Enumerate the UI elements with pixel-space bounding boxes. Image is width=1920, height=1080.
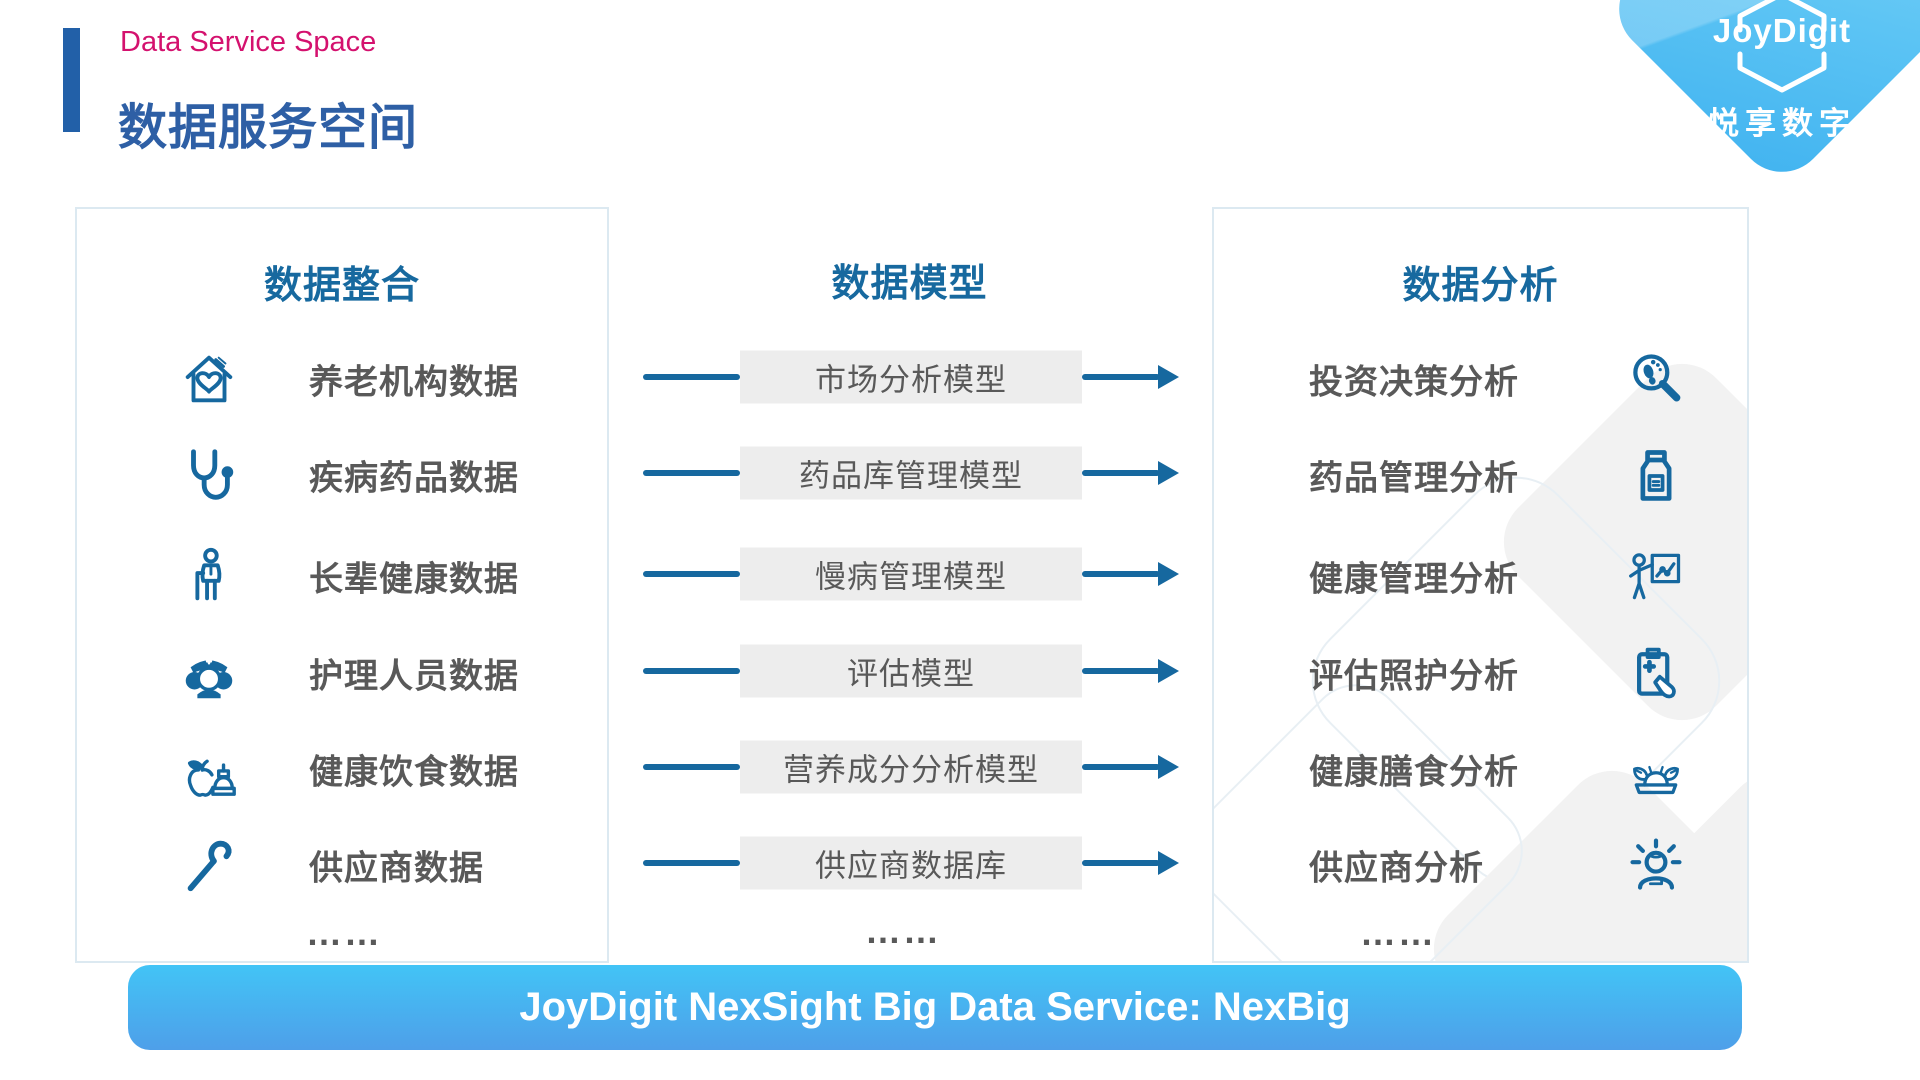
item-label: 健康管理分析	[1309, 560, 1519, 599]
item-label: 养老机构数据	[309, 363, 519, 402]
model-row: 评估模型	[609, 624, 1210, 718]
list-item: 投资决策分析	[1214, 332, 1747, 426]
medicine-bottle-icon	[1624, 443, 1688, 507]
list-item: 药品管理分析	[1214, 428, 1747, 522]
model-box: 药品库管理模型	[740, 446, 1082, 500]
column-title-models: 数据模型	[831, 263, 988, 305]
arrow-right-icon	[1082, 659, 1179, 683]
model-row: 市场分析模型	[609, 330, 1210, 424]
list-item: 养老机构数据	[77, 332, 607, 426]
walking-cane-icon	[177, 833, 241, 897]
person-chart-icon	[1624, 544, 1688, 608]
healthy-food-icon	[177, 737, 241, 801]
connector-line	[643, 764, 740, 770]
footer-banner-text: JoyDigit NexSight Big Data Service: NexB…	[519, 985, 1351, 1029]
arrow-right-icon	[1082, 461, 1179, 485]
item-label: 健康膳食分析	[1309, 753, 1519, 792]
arrow-right-icon	[1082, 755, 1179, 779]
page-title: 数据服务空间	[118, 101, 419, 155]
list-item: 健康膳食分析	[1214, 722, 1747, 816]
model-box: 营养成分分析模型	[740, 740, 1082, 794]
item-label: 供应商数据	[309, 849, 484, 888]
care-clipboard-icon	[1624, 641, 1688, 705]
item-label: 护理人员数据	[309, 657, 519, 696]
arrow-right-icon	[1082, 562, 1179, 586]
item-label: 药品管理分析	[1309, 459, 1519, 498]
arrow-right-icon	[1082, 365, 1179, 389]
item-label: 健康饮食数据	[309, 753, 519, 792]
ellipsis-more: ……	[306, 912, 382, 953]
supplier-insight-icon	[1624, 833, 1688, 897]
nurse-icon	[177, 641, 241, 705]
list-item: 评估照护分析	[1214, 626, 1747, 720]
column-data-models: 数据模型 市场分析模型 药品库管理模型 慢病管理模型 评估模型 营养成分分析模型	[609, 207, 1210, 963]
page-subtitle-en: Data Service Space	[120, 26, 377, 58]
list-item: 健康管理分析	[1214, 529, 1747, 623]
model-row: 慢病管理模型	[609, 527, 1210, 621]
list-item: 长辈健康数据	[77, 529, 607, 623]
model-row: 药品库管理模型	[609, 426, 1210, 520]
logo-tagline: 悦享数字	[1708, 106, 1856, 141]
elderly-person-icon	[177, 544, 241, 608]
logo-brand-text: JoyDigit	[1712, 12, 1852, 49]
item-label: 评估照护分析	[1309, 657, 1519, 696]
healthy-meal-icon	[1624, 737, 1688, 801]
stethoscope-icon	[177, 443, 241, 507]
connector-line	[643, 668, 740, 674]
model-box: 市场分析模型	[740, 350, 1082, 404]
list-item: 护理人员数据	[77, 626, 607, 720]
item-label: 疾病药品数据	[309, 459, 519, 498]
list-item: 供应商分析	[1214, 818, 1747, 912]
model-box: 供应商数据库	[740, 836, 1082, 890]
column-title-integration: 数据整合	[263, 265, 420, 307]
house-heart-icon	[177, 347, 241, 411]
ellipsis-more: ……	[865, 910, 941, 951]
title-accent-bar	[63, 28, 80, 132]
model-row: 营养成分分析模型	[609, 720, 1210, 814]
joydigit-logo: JoyDigit 悦享数字	[1600, 0, 1920, 230]
connector-line	[643, 571, 740, 577]
item-label: 投资决策分析	[1309, 363, 1519, 402]
model-row: 供应商数据库	[609, 816, 1210, 910]
column-title-analysis: 数据分析	[1402, 265, 1559, 307]
model-box: 慢病管理模型	[740, 547, 1082, 601]
panel-data-integration: 数据整合 养老机构数据 疾病药品数据	[75, 207, 609, 963]
item-label: 长辈健康数据	[309, 560, 519, 599]
connector-line	[643, 470, 740, 476]
list-item: 健康饮食数据	[77, 722, 607, 816]
model-box: 评估模型	[740, 644, 1082, 698]
connector-line	[643, 860, 740, 866]
list-item: 疾病药品数据	[77, 428, 607, 522]
magnifier-footprint-icon	[1624, 347, 1688, 411]
arrow-right-icon	[1082, 851, 1179, 875]
list-item: 供应商数据	[77, 818, 607, 912]
panel-data-analysis: 数据分析 投资决策分析 药品管理分析	[1212, 207, 1749, 963]
ellipsis-more: ……	[1360, 912, 1436, 953]
hexagon-icon	[1737, 0, 1827, 93]
item-label: 供应商分析	[1309, 849, 1484, 888]
connector-line	[643, 374, 740, 380]
logo-diamond-shape	[1600, 0, 1920, 191]
footer-banner: JoyDigit NexSight Big Data Service: NexB…	[128, 965, 1742, 1050]
